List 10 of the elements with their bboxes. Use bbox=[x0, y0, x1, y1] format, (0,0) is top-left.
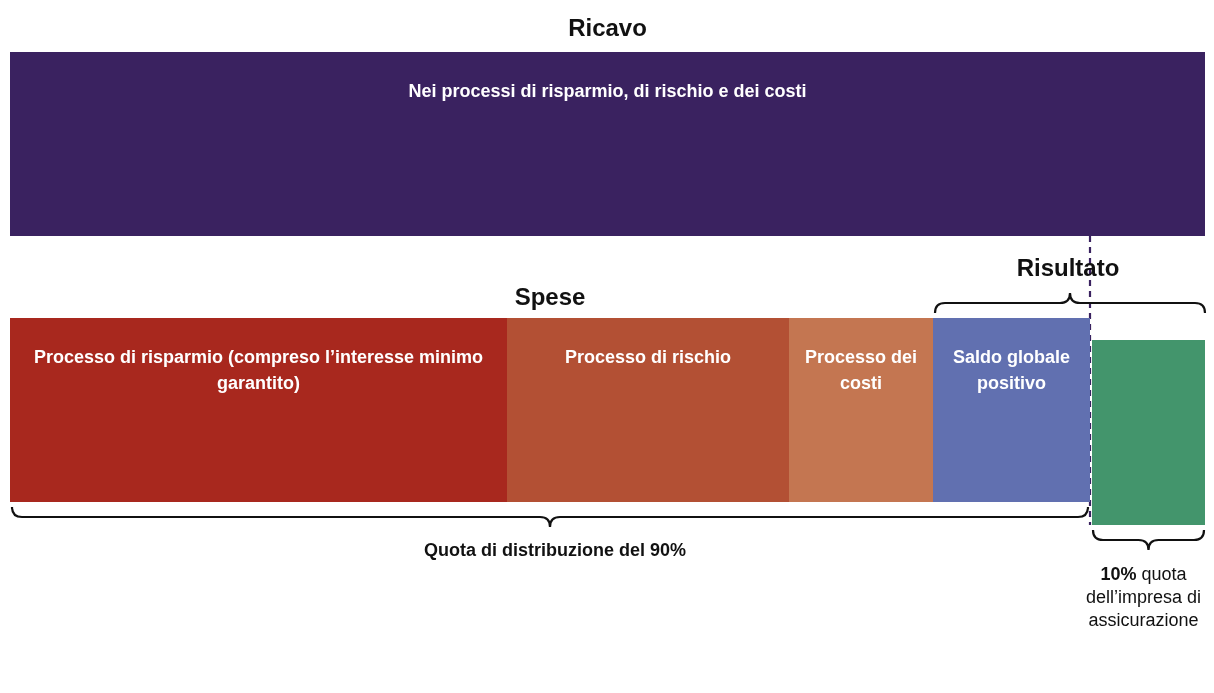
section-heading: Spese bbox=[514, 283, 586, 311]
bracket-label: Quota di distribuzione del 90% bbox=[424, 540, 686, 561]
bar-heading: Ricavo bbox=[568, 14, 647, 42]
bar-label: Saldo globale positivo bbox=[952, 346, 1071, 395]
caption-text: 10% quota dell’impresa di assicurazione bbox=[1084, 563, 1203, 632]
bar-label: Processo di risparmio (compreso l’interesse minimo garantito) bbox=[32, 346, 485, 395]
bar-label: Nei processi di risparmio, di rischio e dei costi bbox=[408, 80, 807, 103]
bar-label: Processo di rischio bbox=[564, 346, 732, 369]
bar-label: Processo dei costi bbox=[803, 346, 919, 395]
section-heading: Risultato bbox=[1016, 254, 1120, 282]
